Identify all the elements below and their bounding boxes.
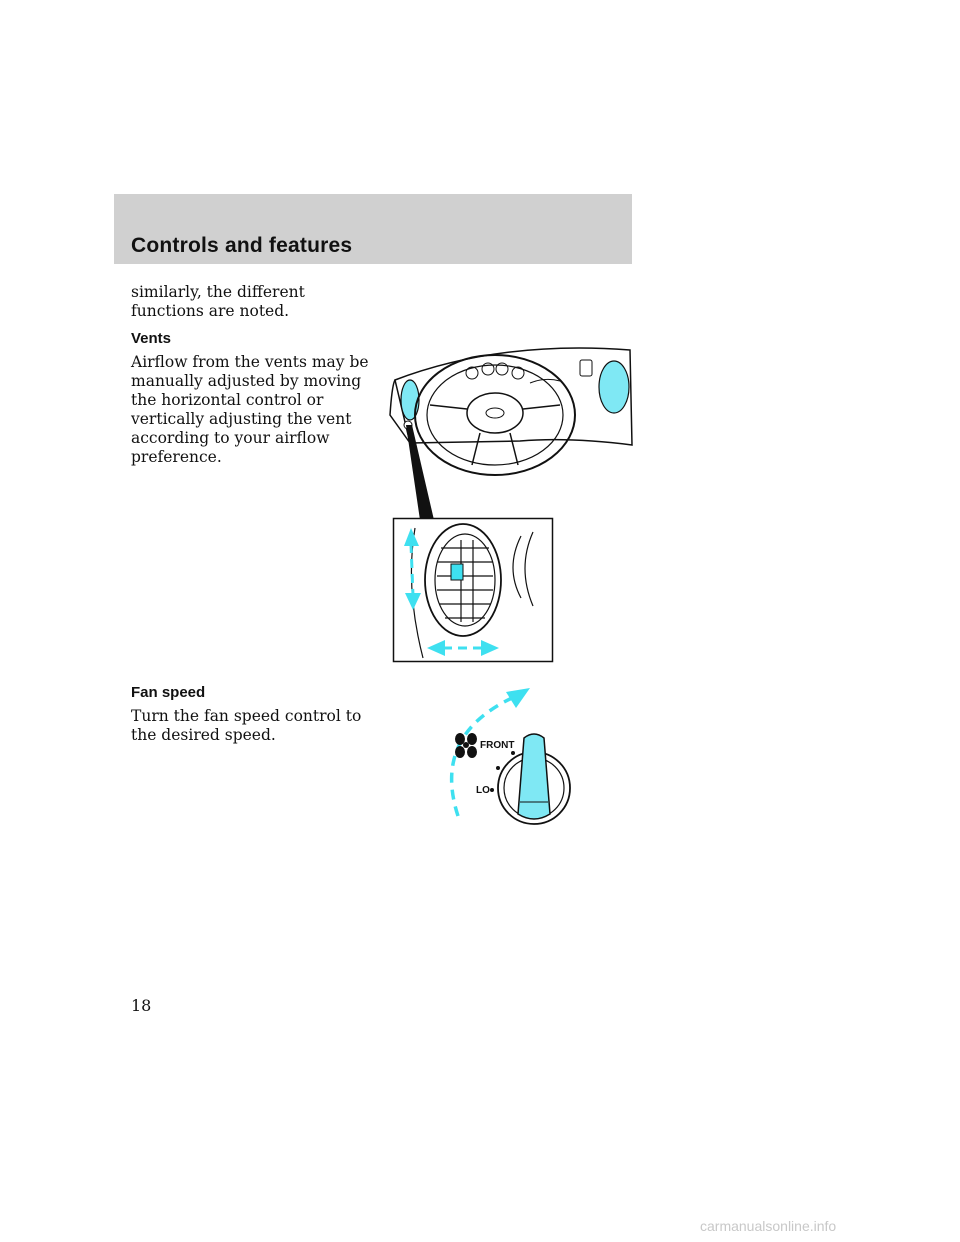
hi-dot — [511, 751, 515, 755]
vent-inset-illustration — [392, 517, 554, 663]
left-vent-icon — [400, 379, 420, 421]
footer-watermark[interactable]: carmanualsonline.info — [700, 1218, 837, 1234]
page-number: 18 — [131, 996, 152, 1015]
fan-speed-heading: Fan speed — [131, 684, 206, 701]
fan-icon — [455, 733, 477, 758]
pointer-wedge — [406, 425, 434, 520]
dashboard-illustration — [389, 347, 633, 476]
horizontal-adjust-arrow-icon — [427, 640, 499, 656]
fan-knob-icon — [497, 733, 571, 825]
right-vent-icon — [598, 360, 630, 414]
fan-speed-paragraph: Turn the fan speed control to the desire… — [131, 707, 362, 744]
vent-grille-icon — [424, 523, 502, 637]
vertical-adjust-arrow-icon — [404, 528, 421, 610]
lo-label: LO — [476, 785, 490, 796]
front-label: FRONT — [480, 740, 514, 751]
intro-paragraph: similarly, the different functions are n… — [131, 283, 305, 320]
section-title: Controls and features — [131, 234, 353, 257]
lo-dot — [490, 788, 494, 792]
header-band — [114, 194, 632, 264]
steering-wheel-icon — [414, 354, 576, 476]
vents-heading: Vents — [131, 330, 172, 347]
vents-paragraph: Airflow from the vents may be manually a… — [131, 353, 369, 466]
fan-speed-dial-illustration: FRONT HI LO — [449, 688, 571, 825]
mid-dot — [496, 766, 500, 770]
